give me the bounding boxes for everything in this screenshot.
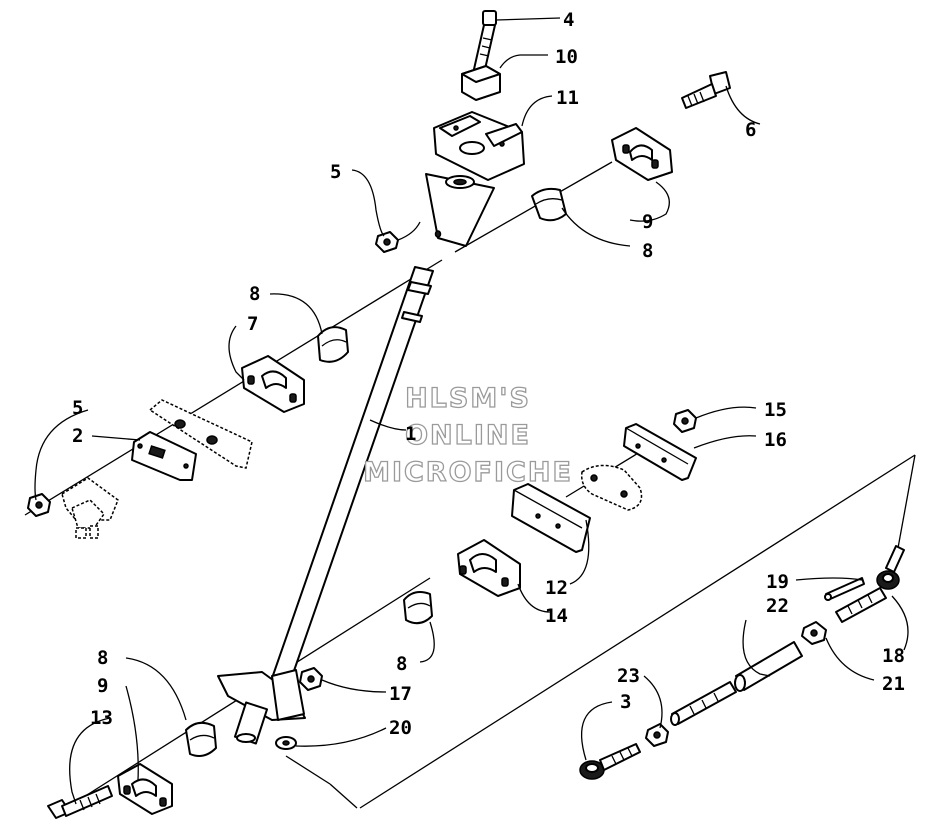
jam-nut-part-21 <box>801 621 827 645</box>
washer-part-20 <box>275 736 297 750</box>
callout-labels: 4 10 11 6 5 9 8 8 7 5 2 1 15 16 12 14 19… <box>72 9 905 739</box>
callout-17: 17 <box>389 683 412 705</box>
callout-20: 20 <box>389 717 412 739</box>
callout-12: 12 <box>545 577 568 599</box>
nut-part-5-upper <box>375 231 399 253</box>
nut-part-5-lower <box>27 493 51 517</box>
cap-part-10 <box>461 65 501 101</box>
watermark-line-3: MICROFICHE <box>363 457 573 488</box>
tie-rod-tube-part-22 <box>734 641 803 692</box>
callout-5-lower: 5 <box>72 397 83 419</box>
clamp-part-9-upper <box>611 127 673 181</box>
callout-19: 19 <box>766 571 789 593</box>
callout-2: 2 <box>72 425 83 447</box>
callout-6: 6 <box>745 119 756 141</box>
bolt-part-6 <box>681 71 731 109</box>
watermark: HLSM'S ONLINE MICROFICHE <box>362 382 573 488</box>
bushing-part-8-left-middle <box>317 326 349 363</box>
frame-bracket-dashed <box>61 477 119 539</box>
callout-1: 1 <box>405 423 416 445</box>
bushing-part-8-lower-middle <box>403 591 433 625</box>
tie-rod-end-part-3 <box>579 743 641 780</box>
callout-7: 7 <box>247 313 258 335</box>
watermark-line-1: HLSM'S <box>405 383 531 414</box>
clamp-part-14 <box>457 539 521 597</box>
callout-4: 4 <box>563 9 574 31</box>
callout-13: 13 <box>90 707 113 729</box>
bushing-part-8-lower-left <box>185 721 217 757</box>
bushing-part-8-upper-right <box>531 187 567 222</box>
cotter-pin-part-19 <box>824 577 865 601</box>
jam-nut-part-23 <box>645 723 669 747</box>
callout-14: 14 <box>545 605 568 627</box>
callout-8-lower-left: 8 <box>97 647 108 669</box>
callout-8-left-middle: 8 <box>249 283 260 305</box>
plate-part-16 <box>623 423 697 481</box>
callout-8-upper-right: 8 <box>642 240 653 262</box>
plate-dashed-right <box>580 464 643 511</box>
callout-22: 22 <box>766 595 789 617</box>
bolt-part-13 <box>47 785 113 819</box>
callout-9-lower: 9 <box>97 675 108 697</box>
callout-16: 16 <box>764 429 787 451</box>
callout-5-upper: 5 <box>330 161 341 183</box>
callout-11: 11 <box>556 87 579 109</box>
callout-3: 3 <box>620 691 631 713</box>
watermark-line-2: ONLINE <box>405 420 531 451</box>
clamp-part-9-lower <box>117 763 173 815</box>
nut-part-15 <box>673 409 697 433</box>
bracket-part-11 <box>433 111 525 181</box>
callout-10: 10 <box>555 46 578 68</box>
callout-23: 23 <box>617 665 640 687</box>
callout-21: 21 <box>882 673 905 695</box>
callout-9-upper: 9 <box>642 211 653 233</box>
callout-15: 15 <box>764 399 787 421</box>
tie-rod-end-part-18 <box>835 545 905 623</box>
plate-part-2 <box>131 431 197 481</box>
clamp-part-7 <box>241 355 305 413</box>
leader-lines <box>34 17 909 805</box>
plate-part-12 <box>511 483 591 553</box>
steering-post-part-1 <box>217 173 495 745</box>
callout-8-lower-middle: 8 <box>396 653 407 675</box>
frame-plate-dashed <box>148 399 253 469</box>
callout-18: 18 <box>882 645 905 667</box>
nut-part-17 <box>299 667 323 691</box>
tie-rod-sleeve <box>670 681 737 726</box>
